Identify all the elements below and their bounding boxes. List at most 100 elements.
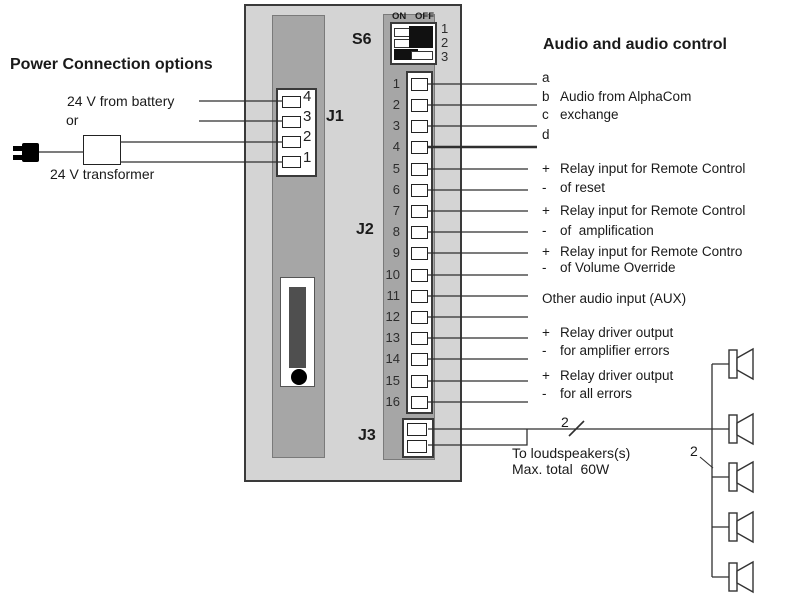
- j2-pin-number: 16: [385, 394, 400, 409]
- polarity-prefix: +: [542, 161, 550, 176]
- j2-wires: [428, 83, 537, 403]
- loudspeaker-icons: [728, 347, 754, 594]
- j1-pin-3: [282, 116, 301, 128]
- relay-input-reset-plus: +Relay input for Remote Control: [542, 161, 746, 176]
- j1-label: J1: [326, 108, 344, 125]
- j2-pin-2: [411, 98, 428, 112]
- signal-prefix: d: [542, 127, 550, 142]
- polarity-prefix: -: [542, 343, 547, 358]
- j1-pin-number: 1: [303, 149, 312, 166]
- aux-input-label: Other audio input (AUX): [542, 291, 687, 306]
- card-slot-dot: [291, 369, 307, 385]
- loudspeaker-icon: [728, 560, 754, 594]
- j2-pin-number: 2: [392, 97, 400, 112]
- j2-pin-number: 6: [392, 182, 400, 197]
- loudspeaker-icon: [728, 510, 754, 544]
- j2-pin-12: [411, 310, 428, 324]
- dip-switch-3-track: [411, 51, 433, 60]
- j2-pin-number: 9: [392, 245, 400, 260]
- j2-pin-8: [411, 225, 428, 239]
- j2-pin-number: 5: [392, 161, 400, 176]
- signal-label-d: d: [542, 126, 560, 144]
- j3-pin-a: [407, 423, 427, 436]
- polarity-prefix: +: [542, 203, 550, 218]
- relay-driver-amp-errors-minus: -for amplifier errors: [542, 343, 670, 358]
- or-label: or: [66, 112, 79, 128]
- loudspeaker-icon: [728, 347, 754, 381]
- j2-pin-15: [411, 374, 428, 388]
- loudspeaker-note-line1: To loudspeakers(s): [512, 445, 631, 461]
- j1-pin-number: 4: [303, 88, 312, 105]
- dip-row-number: 2: [441, 35, 449, 50]
- relay-driver-all-errors-minus: -for all errors: [542, 386, 633, 401]
- power-wires: [39, 100, 283, 163]
- j2-pin-6: [411, 183, 428, 197]
- signal-prefix: a: [542, 70, 550, 85]
- j2-pin-number: 8: [392, 224, 400, 239]
- j2-pin-number: 13: [385, 330, 400, 345]
- j1-pin-number: 2: [303, 128, 312, 145]
- j2-pin-number: 7: [392, 203, 400, 218]
- j2-pin-number: 11: [386, 288, 401, 303]
- j2-pin-1: [411, 77, 428, 91]
- audio-section-title: Audio and audio control: [543, 36, 727, 53]
- relay-input-volume-minus: -of Volume Override: [542, 260, 676, 275]
- relay-input-amplification-plus: +Relay input for Remote Control: [542, 203, 746, 218]
- j2-pin-3: [411, 119, 428, 133]
- transformer-box: [83, 135, 121, 165]
- loudspeaker-note-line2: Max. total 60W: [512, 461, 610, 477]
- plug-icon: [13, 143, 39, 162]
- j2-pin-7: [411, 204, 428, 218]
- j3-label: J3: [358, 427, 376, 444]
- loudspeaker-icon: [728, 460, 754, 494]
- branch-count-label: 2: [690, 443, 698, 459]
- card-slot-opening: [289, 287, 306, 368]
- dip-row-number: 1: [441, 21, 449, 36]
- power-section-title: Power Connection options: [10, 56, 213, 73]
- relay-driver-all-errors-plus: +Relay driver output: [542, 368, 674, 383]
- j2-pin-number: 10: [385, 267, 400, 282]
- j2-pin-10: [411, 268, 428, 282]
- wire-count-slash: [568, 420, 585, 437]
- dip-off-label: OFF: [415, 11, 434, 22]
- signal-prefix: b: [542, 89, 550, 104]
- j2-pin-number: 14: [385, 351, 400, 366]
- dip-row-number: 3: [441, 49, 449, 64]
- wire-count-label: 2: [561, 414, 569, 430]
- j2-pin-number: 4: [392, 139, 400, 154]
- j2-pin-13: [411, 331, 428, 345]
- signal-prefix: c: [542, 107, 549, 122]
- dip-switch-2-actuator-off: [409, 37, 433, 48]
- relay-driver-amp-errors-plus: +Relay driver output: [542, 325, 674, 340]
- polarity-prefix: +: [542, 368, 550, 383]
- j2-pin-16: [411, 395, 428, 409]
- relay-input-volume-plus: +Relay input for Remote Contro: [542, 244, 743, 259]
- j2-pin-11: [411, 289, 428, 303]
- polarity-prefix: -: [542, 260, 547, 275]
- j1-pin-number: 3: [303, 108, 312, 125]
- dip-on-label: ON: [392, 11, 407, 22]
- j2-label: J2: [356, 221, 374, 238]
- j2-pin-number: 1: [392, 76, 400, 91]
- j2-pin-4: [411, 140, 428, 154]
- loudspeaker-icon: [728, 412, 754, 446]
- relay-input-reset-minus: -of reset: [542, 180, 606, 195]
- s6-label: S6: [352, 31, 372, 48]
- signal-label-a: a: [542, 69, 560, 87]
- j1-pin-4: [282, 96, 301, 108]
- dip-switch-1-actuator-off: [409, 26, 433, 37]
- j2-pin-5: [411, 162, 428, 176]
- polarity-prefix: +: [542, 244, 550, 259]
- branch-count-pointer: [699, 456, 714, 469]
- dip-switch-3-actuator-on: [394, 49, 418, 60]
- polarity-prefix: +: [542, 325, 550, 340]
- j2-pin-number: 15: [385, 373, 400, 388]
- j2-pin-number: 3: [392, 118, 400, 133]
- speaker-wires: [428, 363, 729, 578]
- j3-pin-b: [407, 440, 427, 453]
- battery-label: 24 V from battery: [67, 93, 175, 109]
